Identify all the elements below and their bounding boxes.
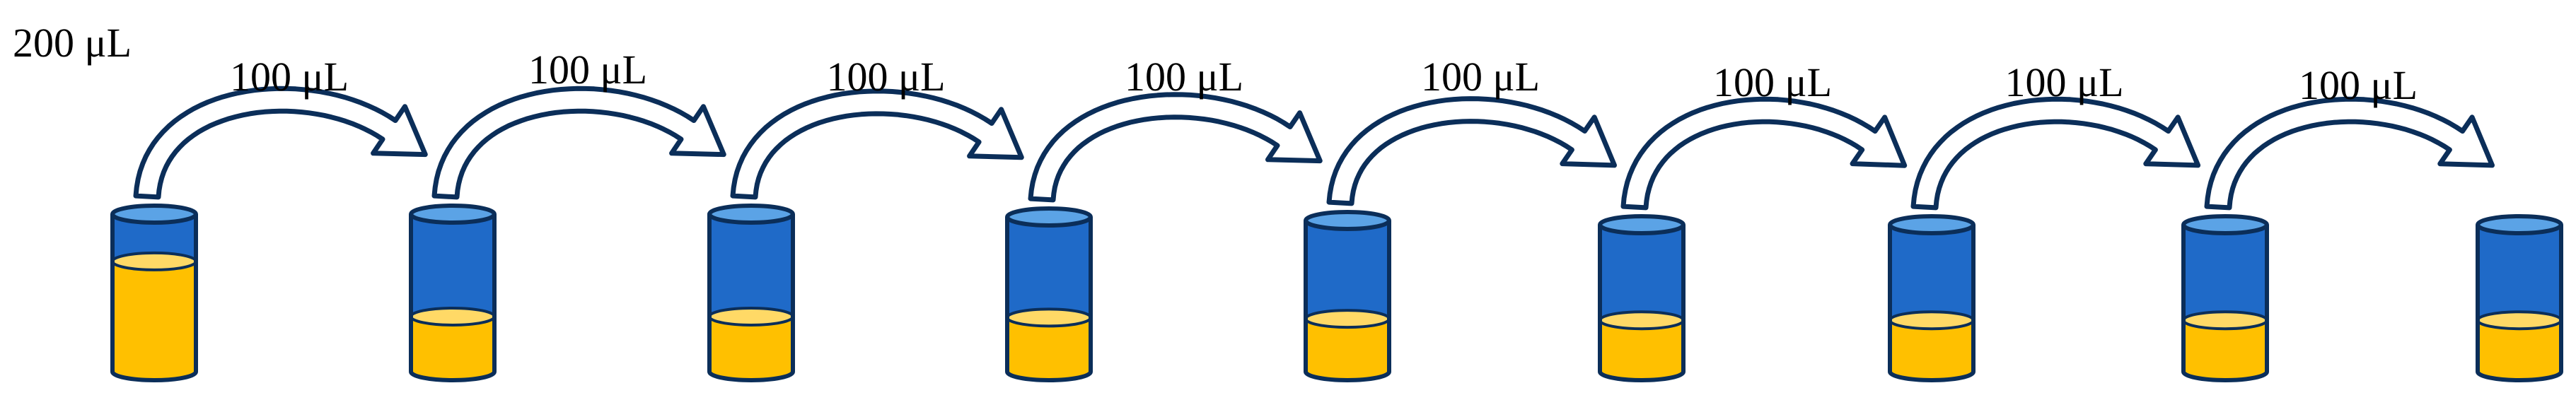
transfer-arrow-6 bbox=[1620, 96, 1908, 211]
tube-3 bbox=[707, 204, 795, 382]
tube-liquid bbox=[1306, 319, 1389, 380]
tube-outline bbox=[1005, 217, 1093, 382]
tube-rim bbox=[2476, 214, 2563, 235]
liquid-surface bbox=[2476, 310, 2563, 331]
tube-outline bbox=[409, 214, 497, 382]
liquid-surface bbox=[2182, 310, 2268, 331]
liquid-surface bbox=[708, 306, 794, 327]
tube-2 bbox=[409, 204, 497, 382]
tube-outline bbox=[1598, 225, 1686, 382]
tube-4 bbox=[1005, 206, 1093, 382]
tube-outline bbox=[1888, 225, 1975, 382]
transfer-label-8: 100 μL bbox=[2299, 62, 2418, 108]
transfer-arrow-4 bbox=[1028, 92, 1323, 203]
tube-outline bbox=[2476, 225, 2563, 382]
liquid-surface bbox=[410, 306, 496, 327]
transfer-arrow-7 bbox=[1910, 96, 2201, 211]
tube-1 bbox=[110, 204, 198, 382]
initial-volume-label: 200 μL bbox=[13, 20, 132, 66]
tube-outline bbox=[110, 214, 198, 382]
tube-5 bbox=[1304, 210, 1391, 382]
transfer-label-6: 100 μL bbox=[1713, 59, 1832, 105]
liquid-surface bbox=[111, 251, 197, 271]
tube-liquid bbox=[1600, 320, 1683, 380]
tube-rim bbox=[1598, 214, 1686, 235]
tube-rim bbox=[409, 204, 497, 225]
transfer-arrow-3 bbox=[730, 88, 1024, 200]
transfer-labels-layer: 100 μL 100 μL 100 μL 100 μL 100 μL 100 μL 100 … bbox=[230, 47, 2418, 108]
tube-liquid bbox=[1007, 317, 1091, 380]
tube-6 bbox=[1598, 214, 1686, 382]
tube-9 bbox=[2476, 214, 2563, 382]
tube-liquid bbox=[709, 316, 793, 380]
tube-rim bbox=[110, 204, 198, 225]
liquid-surface bbox=[1006, 307, 1092, 328]
liquid-surface bbox=[1889, 310, 1975, 331]
tube-outline bbox=[707, 214, 795, 382]
transfer-arrow-8 bbox=[2204, 96, 2495, 211]
transfer-arrow-5 bbox=[1326, 96, 1617, 206]
tube-liquid bbox=[411, 316, 494, 380]
transfer-label-1: 100 μL bbox=[230, 54, 349, 100]
transfer-label-2: 100 μL bbox=[528, 47, 647, 93]
tube-8 bbox=[2181, 214, 2269, 382]
liquid-surface bbox=[1304, 309, 1391, 329]
transfer-label-4: 100 μL bbox=[1125, 54, 1243, 100]
tubes-layer bbox=[110, 204, 2563, 382]
arrows-layer bbox=[133, 86, 2495, 211]
transfer-label-5: 100 μL bbox=[1421, 54, 1540, 100]
tube-liquid bbox=[2183, 320, 2267, 380]
tube-7 bbox=[1888, 214, 1975, 382]
transfer-arrow-2 bbox=[431, 86, 726, 200]
transfer-label-7: 100 μL bbox=[2004, 59, 2123, 105]
transfer-arrow-1 bbox=[133, 86, 428, 200]
transfer-label-3: 100 μL bbox=[826, 54, 945, 100]
tube-outline bbox=[1304, 220, 1391, 382]
tube-rim bbox=[1005, 206, 1093, 228]
tube-liquid bbox=[2478, 320, 2561, 380]
tube-rim bbox=[707, 204, 795, 225]
tube-rim bbox=[1304, 210, 1391, 231]
tube-liquid bbox=[112, 261, 196, 380]
tube-outline bbox=[2181, 225, 2269, 382]
tube-rim bbox=[2181, 214, 2269, 235]
tube-liquid bbox=[1890, 320, 1973, 380]
tube-rim bbox=[1888, 214, 1975, 235]
liquid-surface bbox=[1599, 310, 1685, 331]
